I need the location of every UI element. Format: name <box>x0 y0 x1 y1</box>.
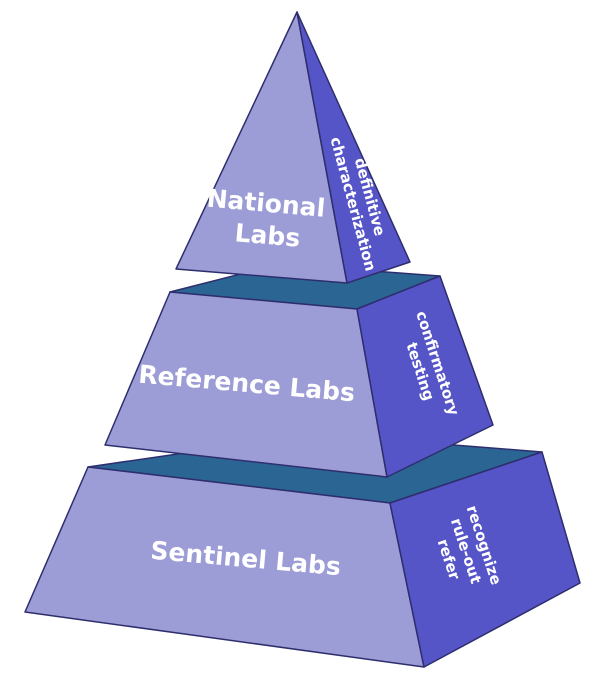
sentinel-side-face <box>389 451 581 668</box>
national-side-face <box>296 11 411 284</box>
reference-side-face <box>356 275 494 478</box>
tier-national: National Labs definitive characterizatio… <box>175 11 411 284</box>
tier-reference: Reference Labs confirmatory testing <box>104 263 494 478</box>
tier-sentinel: Sentinel Labs recognize rule-out refer <box>24 433 581 668</box>
